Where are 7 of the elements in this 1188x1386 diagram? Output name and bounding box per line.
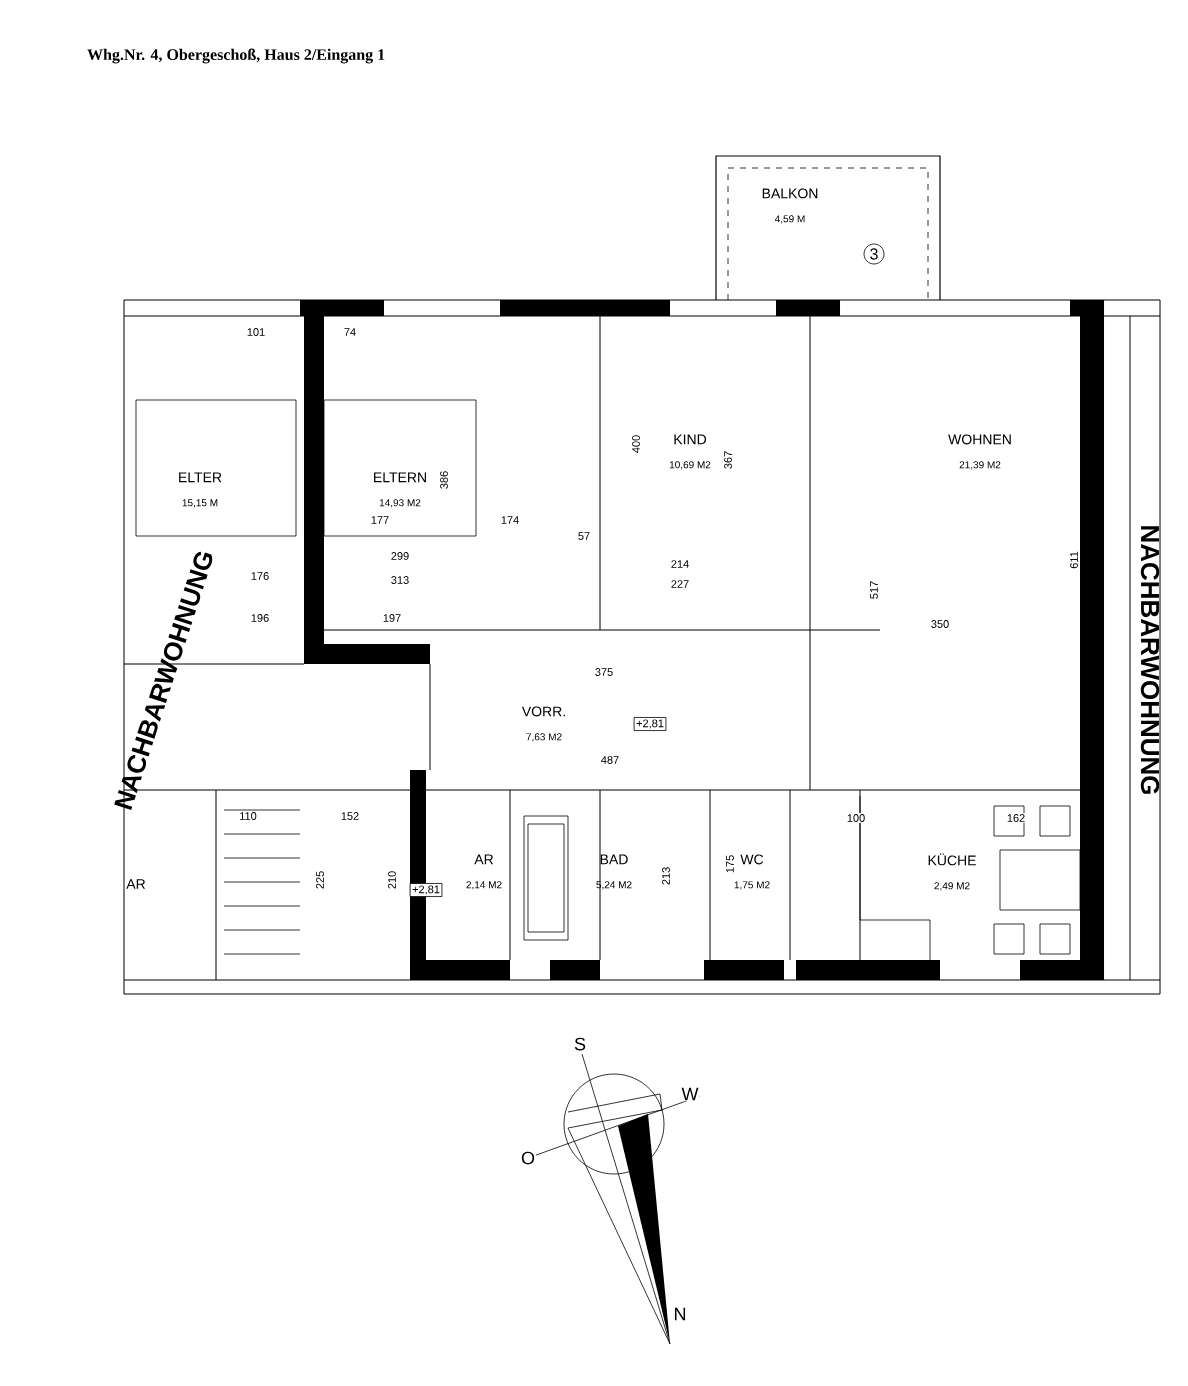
compass-letter: W: [680, 1086, 700, 1102]
page-title: Whg.Nr. 4, Obergeschoß, Haus 2/Eingang 1: [87, 48, 385, 64]
neighbour-label: NACHBARWOHNUNG: [1140, 526, 1160, 794]
compass-letter: N: [672, 1306, 688, 1322]
callout-number: 3: [863, 243, 885, 265]
compass-letter: O: [520, 1150, 536, 1166]
compass-letter: S: [573, 1036, 587, 1052]
